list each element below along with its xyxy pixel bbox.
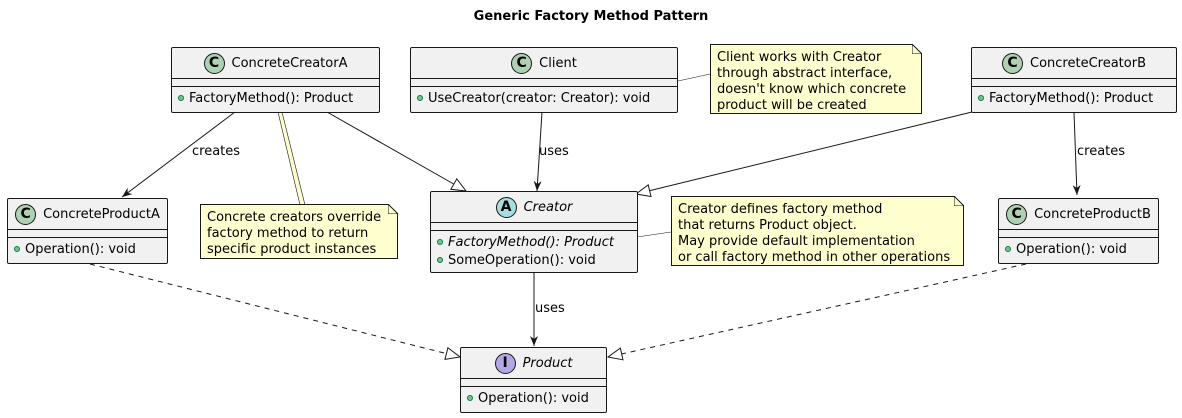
interface-i-icon: I	[494, 352, 516, 374]
class-creator[interactable]: A Creator FactoryMethod(): Product SomeO…	[430, 191, 638, 273]
public-visibility-icon	[467, 395, 473, 401]
class-concrete-product-a[interactable]: C ConcreteProductA Operation(): void	[7, 198, 168, 264]
edge-label-uses-client: uses	[539, 144, 569, 159]
public-visibility-icon	[14, 246, 20, 252]
edge-creatorA-creates-productA	[121, 111, 236, 198]
class-name: Product	[522, 355, 573, 371]
note-connector-client	[677, 73, 711, 82]
class-member: FactoryMethod(): Product	[978, 89, 1170, 107]
diagram-title: Generic Factory Method Pattern	[473, 9, 709, 24]
note-creator: Creator defines factory method that retu…	[671, 196, 964, 266]
note-fold-icon	[388, 204, 398, 214]
public-visibility-icon	[417, 95, 423, 101]
edge-label-uses-product: uses	[535, 301, 565, 316]
edge-creatorB-inherits-creator	[636, 111, 973, 194]
class-member: UseCreator(creator: Creator): void	[417, 89, 671, 107]
abstract-class-a-icon: A	[495, 196, 517, 218]
class-member: Operation(): void	[14, 240, 161, 258]
class-member: SomeOperation(): void	[437, 251, 631, 269]
edge-creatorB-creates-productB	[1072, 111, 1081, 196]
public-visibility-icon	[437, 257, 443, 263]
note-client: Client works with Creator through abstra…	[710, 44, 922, 114]
class-concrete-creator-a[interactable]: C ConcreteCreatorA FactoryMethod(): Prod…	[171, 47, 380, 113]
class-name: Client	[539, 55, 577, 71]
class-member: FactoryMethod(): Product	[437, 233, 631, 251]
note-connector-creator	[636, 231, 672, 238]
edge-productB-implements-product	[608, 263, 1027, 357]
class-name: ConcreteCreatorA	[231, 55, 348, 71]
edge-creatorA-inherits-creator	[326, 111, 466, 191]
class-member: Operation(): void	[1005, 240, 1152, 258]
class-c-icon: C	[203, 52, 225, 74]
class-member: Operation(): void	[467, 389, 600, 407]
class-member: FactoryMethod(): Product	[178, 89, 373, 107]
public-visibility-icon	[978, 95, 984, 101]
edge-client-uses-creator	[533, 111, 543, 192]
note-concrete-creators: Concrete creators override factory metho…	[200, 204, 398, 259]
edge-productA-implements-product	[89, 263, 460, 357]
class-c-icon: C	[511, 52, 533, 74]
class-name: ConcreteProductB	[1034, 206, 1151, 222]
public-visibility-icon	[437, 239, 443, 245]
public-visibility-icon	[178, 95, 184, 101]
edge-label-creates-a: creates	[192, 144, 241, 159]
note-fold-icon	[912, 44, 922, 54]
class-client[interactable]: C Client UseCreator(creator: Creator): v…	[410, 47, 678, 113]
class-name: ConcreteCreatorB	[1030, 55, 1146, 71]
note-fold-icon	[954, 196, 964, 206]
class-concrete-creator-b[interactable]: C ConcreteCreatorB FactoryMethod(): Prod…	[971, 47, 1177, 113]
class-c-icon: C	[1006, 203, 1028, 225]
class-c-icon: C	[15, 203, 37, 225]
interface-product[interactable]: I Product Operation(): void	[460, 347, 607, 413]
note-connector-creators	[277, 111, 306, 206]
class-name: ConcreteProductA	[43, 206, 160, 222]
public-visibility-icon	[1005, 246, 1011, 252]
class-concrete-product-b[interactable]: C ConcreteProductB Operation(): void	[998, 198, 1159, 264]
edge-label-creates-b: creates	[1077, 144, 1126, 159]
class-name: Creator	[523, 199, 573, 215]
class-c-icon: C	[1002, 52, 1023, 74]
